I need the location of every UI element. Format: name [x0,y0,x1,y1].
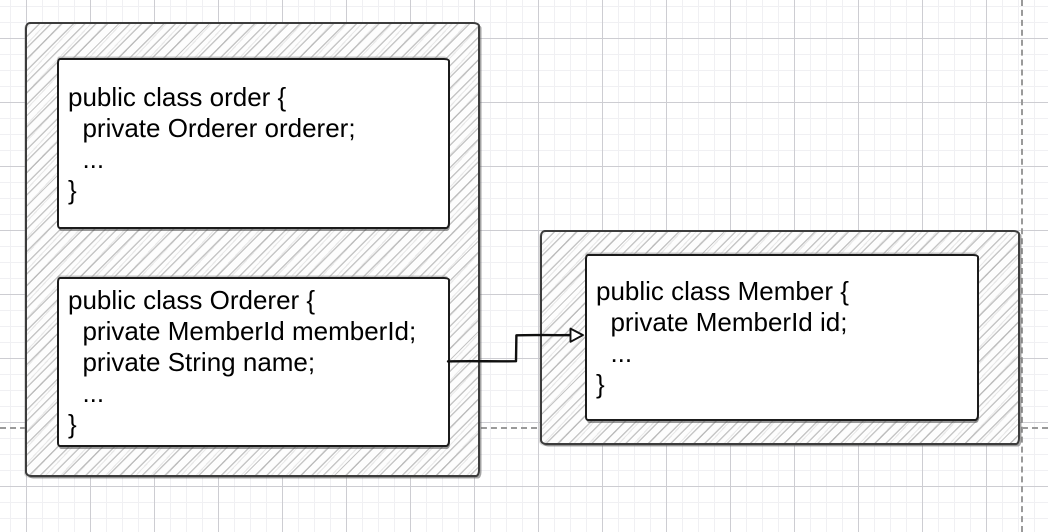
code-line: public class Member { [596,275,849,306]
code-line: } [596,368,605,399]
orderer-to-member-arrow[interactable] [440,318,596,374]
code-line: private MemberId memberId; [68,315,417,346]
code-line: private MemberId id; [596,306,848,337]
code-line: public class order { [68,81,287,112]
code-line: public class Orderer { [68,284,316,315]
code-line: private String name; [68,346,316,377]
code-line: ... [68,143,105,174]
code-line: private Orderer orderer; [68,112,356,143]
page-guide-vertical [1021,0,1023,532]
order-aggregate-container[interactable]: public class order { private Orderer ord… [25,22,480,477]
code-line: } [68,408,77,439]
arrow-head-icon [569,327,584,343]
arrow-shaft [446,333,573,363]
code-line: ... [596,337,633,368]
code-line: } [68,174,77,205]
member-class-box[interactable]: public class Member { private MemberId i… [585,254,979,421]
page-guide-horizontal [0,427,1048,429]
code-line: ... [68,377,105,408]
member-aggregate-container[interactable]: public class Member { private MemberId i… [540,230,1020,445]
order-class-box[interactable]: public class order { private Orderer ord… [57,58,450,229]
orderer-class-box[interactable]: public class Orderer { private MemberId … [57,277,450,447]
